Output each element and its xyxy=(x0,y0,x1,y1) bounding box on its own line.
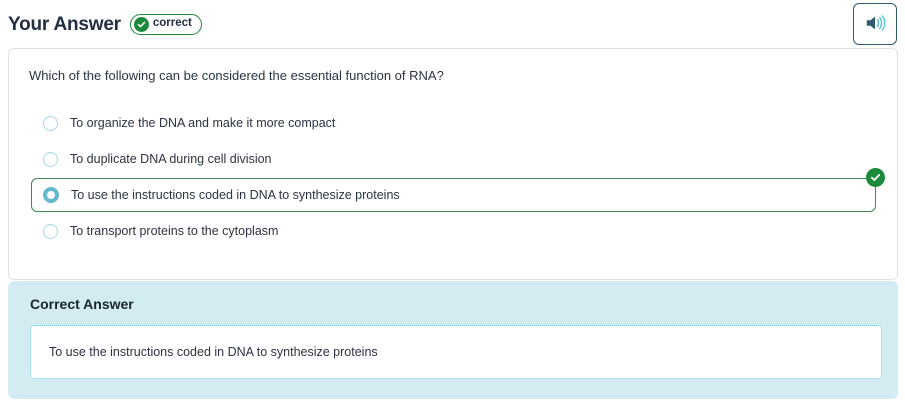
options-list: To organize the DNA and make it more com… xyxy=(9,105,899,249)
correct-answer-box: To use the instructions coded in DNA to … xyxy=(30,325,882,379)
option-label: To duplicate DNA during cell division xyxy=(70,151,272,166)
correct-answer-panel: Correct Answer To use the instructions c… xyxy=(8,281,898,399)
status-badge-label: correct xyxy=(152,17,192,30)
option-row[interactable]: To duplicate DNA during cell division xyxy=(21,141,887,177)
correct-answer-title: Correct Answer xyxy=(30,296,134,312)
correct-answer-text: To use the instructions coded in DNA to … xyxy=(49,344,378,359)
option-row[interactable]: To transport proteins to the cytoplasm xyxy=(21,213,887,249)
speaker-icon xyxy=(864,13,886,36)
radio-button-icon[interactable] xyxy=(43,115,58,131)
correct-check-icon xyxy=(866,168,885,187)
question-text: Which of the following can be considered… xyxy=(29,68,444,83)
status-badge: correct xyxy=(129,13,202,35)
radio-button-icon[interactable] xyxy=(43,151,58,167)
option-label: To organize the DNA and make it more com… xyxy=(70,115,336,130)
header-left-group: Your Answer correct xyxy=(0,13,202,35)
option-label: To use the instructions coded in DNA to … xyxy=(71,187,400,202)
header: Your Answer correct xyxy=(0,0,905,48)
option-label: To transport proteins to the cytoplasm xyxy=(70,223,279,238)
page-title: Your Answer xyxy=(8,13,121,35)
question-card: Which of the following can be considered… xyxy=(8,48,898,280)
radio-button-checked-icon[interactable] xyxy=(43,187,59,203)
option-row[interactable]: To organize the DNA and make it more com… xyxy=(21,105,887,141)
option-row-selected[interactable]: To use the instructions coded in DNA to … xyxy=(31,168,885,212)
check-circle-icon xyxy=(133,16,149,32)
radio-button-icon[interactable] xyxy=(43,223,58,239)
audio-play-button[interactable] xyxy=(853,3,897,45)
